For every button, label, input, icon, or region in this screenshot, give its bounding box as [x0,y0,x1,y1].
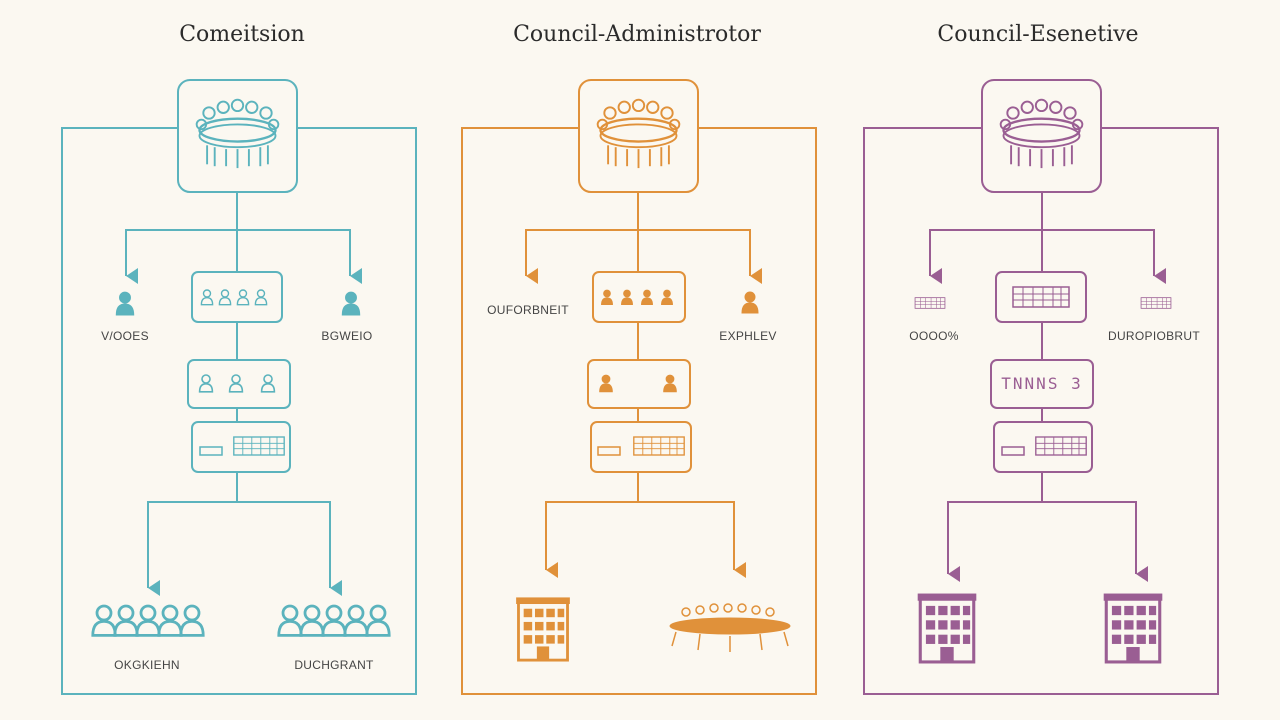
panel-1 [61,79,417,695]
panel-2 [461,79,817,695]
panel-1-top-node [177,79,298,193]
grid-icon [914,296,946,310]
panel-3-left-label: OOOO% [909,329,959,343]
panel-2-title: Council-Administrotor [513,22,761,47]
panel-2-right-label: EXPHLEV [719,329,777,343]
person-icon [341,291,361,316]
panel-1-box-c [191,421,291,473]
grid-icon [1140,296,1172,310]
conference-table-icon [669,603,791,652]
panel-1-left-label: V/OOES [101,329,149,343]
building-icon [515,596,571,662]
person-icon [741,291,759,314]
panel-1-bottom-right-label: DUCHGRANT [294,658,374,672]
panel-2-top-node [578,79,699,193]
panel-2-box-c [590,421,692,473]
panel-1-title: Comeitsion [179,22,305,47]
panel-3-box-a [995,271,1087,323]
panel-3-right-label: DUROPIOBRUT [1108,329,1200,343]
people-group-left [91,604,205,638]
panel-1-right-label: BGWEIO [321,329,373,343]
panel-2-left-label: OUFORBNEIT [487,303,569,317]
panel-3-title: Council-Esenetive [937,22,1139,47]
panel-1-bottom-left-label: OKGKIEHN [114,658,180,672]
building-icon [1102,592,1164,664]
people-group-right [277,604,391,638]
panel-3 [863,79,1219,695]
person-icon [115,291,135,316]
panel-3-box-b-text: TNNNS 3 [1001,374,1083,393]
building-icon [916,592,978,664]
panel-3-top-node [981,79,1102,193]
